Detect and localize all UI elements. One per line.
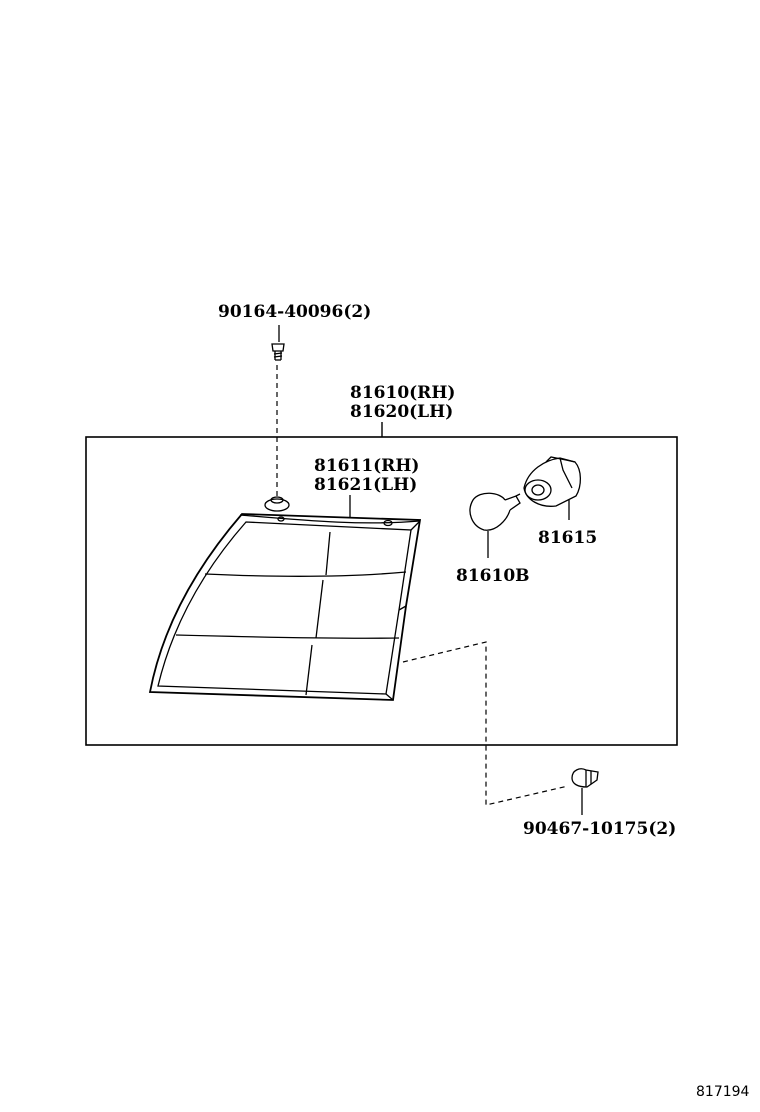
clip-part-number: 90467-10175(2) (523, 819, 676, 839)
assembly-lh-part-number: 81620(LH) (350, 402, 453, 422)
clip-icon (571, 768, 599, 788)
clip-dashed-leader (402, 641, 569, 806)
assembly-rh-part-number: 81610(RH) (350, 383, 455, 403)
lens-rh-part-number: 81611(RH) (314, 456, 419, 476)
bulb-icon (469, 492, 521, 531)
socket-icon (523, 456, 582, 507)
bulb-part-number: 81610B (456, 566, 530, 586)
figure-number: 817194 (696, 1084, 750, 1100)
socket-part-number: 81615 (538, 528, 597, 548)
lamp-lens-icon (148, 496, 422, 701)
screw-icon (271, 343, 285, 361)
screw-part-number: 90164-40096(2) (218, 302, 371, 322)
lens-lh-part-number: 81621(LH) (314, 475, 417, 495)
